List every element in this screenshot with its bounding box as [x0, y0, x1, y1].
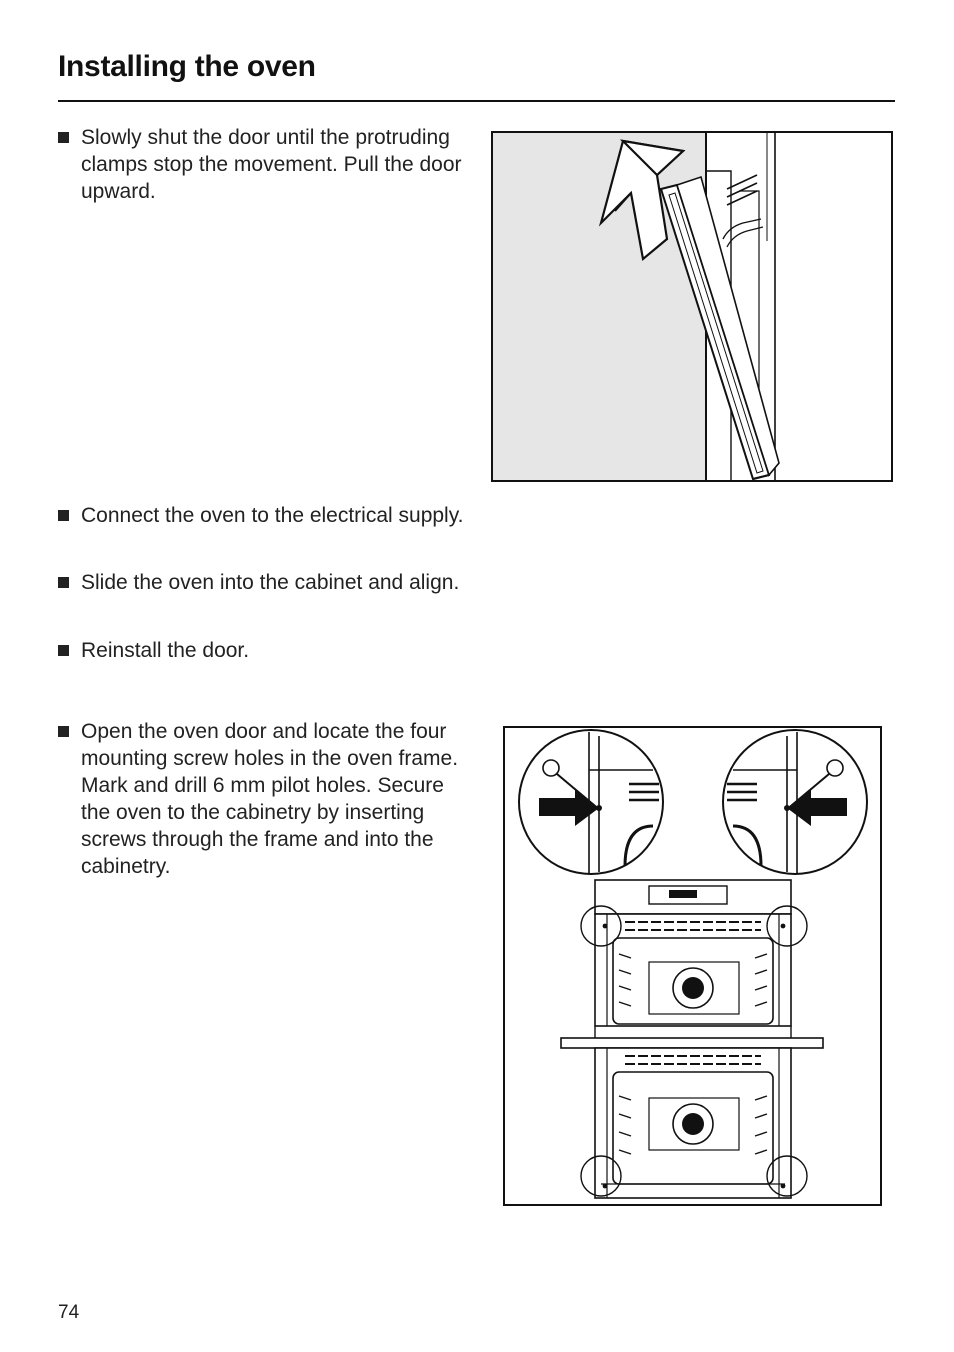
bullet-square — [58, 726, 69, 737]
bullet-square — [58, 577, 69, 588]
bullet-square — [58, 645, 69, 656]
title-rule — [58, 100, 895, 102]
screw-detail-left — [518, 729, 664, 875]
step-text: Open the oven door and locate the four m… — [81, 720, 459, 878]
step-text: Slowly shut the door until the protrudin… — [81, 126, 462, 203]
page-title: Installing the oven — [58, 50, 316, 83]
instruction-step: Slowly shut the door until the protrudin… — [58, 124, 468, 205]
instruction-step: Slide the oven into the cabinet and alig… — [58, 569, 468, 596]
mounting-screws-illustration — [503, 726, 882, 1206]
instruction-step: Connect the oven to the electrical suppl… — [58, 502, 468, 529]
page-number: 74 — [58, 1302, 80, 1323]
instruction-step: Reinstall the door. — [58, 637, 468, 664]
bullet-square — [58, 132, 69, 143]
door-removal-illustration — [491, 131, 893, 482]
step-text: Connect the oven to the electrical suppl… — [81, 504, 464, 527]
screw-detail-right — [722, 729, 868, 875]
step-text: Slide the oven into the cabinet and alig… — [81, 571, 460, 594]
step-text: Reinstall the door. — [81, 639, 250, 662]
bullet-square — [58, 510, 69, 521]
instruction-step: Open the oven door and locate the four m… — [58, 718, 468, 880]
